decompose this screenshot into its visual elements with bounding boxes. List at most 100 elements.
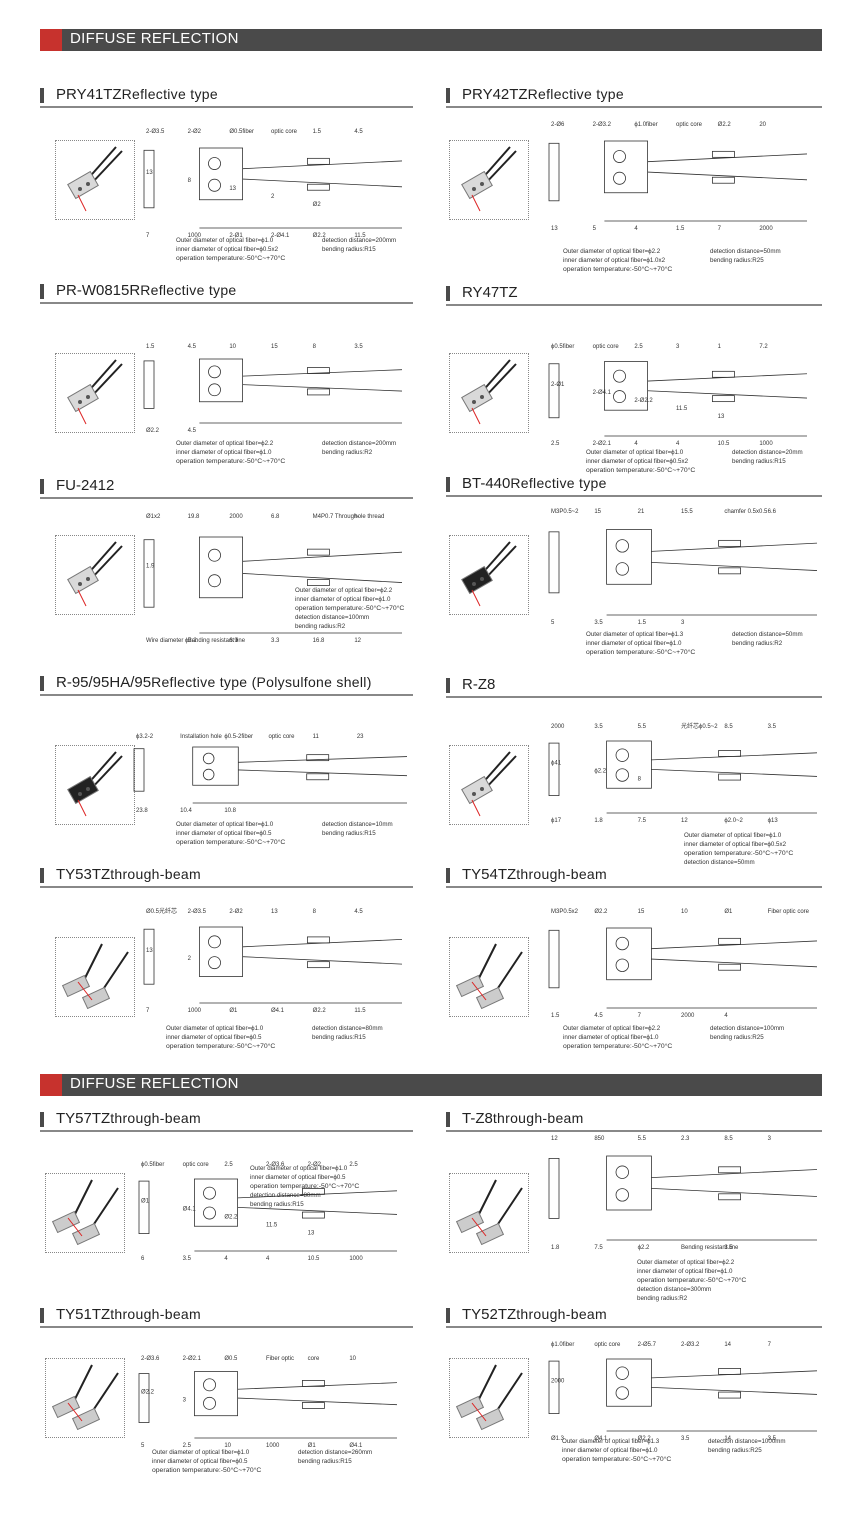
- spec-line: detection distance=200mm: [322, 237, 397, 244]
- dimension-label: 2-Ø3.6: [141, 1356, 160, 1362]
- product-title: TY53TZthrough-beam: [56, 866, 201, 883]
- spec-line: operation temperature:-50°C~+70°C: [637, 1277, 747, 1284]
- dimension-label: 2-Ø3.2: [681, 1342, 700, 1348]
- dimension-label: 4.5: [354, 129, 363, 135]
- dimension-label: optic core: [271, 129, 298, 135]
- beam-line: [471, 194, 481, 212]
- dimension-label: Installation hole: [180, 734, 222, 740]
- model-name: TY54TZ: [462, 866, 517, 883]
- mount-hole: [472, 582, 476, 586]
- dimension-label: 12: [354, 638, 361, 644]
- sleeve: [711, 395, 735, 403]
- side-view: [548, 363, 560, 419]
- spec-line: operation temperature:-50°C~+70°C: [563, 266, 673, 273]
- mount-hole: [480, 577, 484, 581]
- sleeve: [306, 388, 330, 396]
- banner-title: DIFFUSE REFLECTION: [70, 30, 239, 47]
- side-view: [548, 929, 560, 989]
- beam-line: [471, 799, 481, 817]
- sensor-body: [475, 986, 505, 1010]
- sensor-photo-svg: [67, 541, 123, 607]
- header-accent: [40, 1308, 44, 1323]
- body-front-view: [194, 1371, 239, 1417]
- fiber-cable: [83, 943, 103, 981]
- dimension-label: 10: [349, 1356, 356, 1362]
- beam-line: [471, 407, 481, 425]
- dimension-label: hole thread: [354, 514, 384, 520]
- sensor-photo-svg: [51, 1179, 119, 1246]
- dimension-label: M3P0.5~2: [551, 509, 579, 515]
- dimension-label: 2-Ø2.2: [634, 398, 653, 404]
- product-type: Reflective type: [140, 282, 237, 298]
- fiber-cable: [497, 951, 523, 989]
- fiber-line: [651, 958, 818, 968]
- product-title: TY57TZthrough-beam: [56, 1110, 201, 1127]
- dimension-label: Ø2.2: [718, 122, 732, 128]
- product-title: PR-W0815RReflective type: [56, 282, 237, 299]
- sleeve: [301, 1211, 325, 1219]
- dimension-label: 6: [141, 1256, 145, 1262]
- dimension-label: ϕ1.0fiber: [634, 122, 657, 128]
- spec-line: Outer diameter of optical fiber=ϕ1.0: [586, 449, 684, 456]
- banner-title: DIFFUSE REFLECTION: [70, 1075, 239, 1092]
- product-type: Reflective type: [510, 475, 607, 491]
- sensor-body: [67, 170, 99, 200]
- fiber-cable: [483, 545, 517, 581]
- product-header: TY52TZthrough-beam: [446, 1306, 822, 1328]
- fiber-line: [651, 1386, 818, 1395]
- dimension-label: 7: [146, 233, 150, 239]
- dimension-label: Ø4.1: [349, 1443, 363, 1449]
- hole: [203, 1206, 216, 1220]
- dimension-label: 1000: [188, 233, 202, 239]
- dimension-label: M3P0.5x2: [551, 909, 579, 915]
- spec-line: operation temperature:-50°C~+70°C: [176, 255, 286, 262]
- dimension-label: 15: [594, 509, 601, 515]
- dimension-label: 2.5: [634, 344, 643, 350]
- dimension-label: 4.5: [594, 1013, 603, 1019]
- dimension-label: Fiber optic core: [768, 909, 810, 915]
- dimension-label: Fiber optic: [266, 1356, 294, 1362]
- spec-line: Outer diameter of optical fiber=ϕ1.3: [562, 1438, 660, 1445]
- dimension-label: Ø0.5光纤芯: [146, 907, 177, 915]
- spec-line: operation temperature:-50°C~+70°C: [563, 1043, 673, 1050]
- dimension-label: 8: [188, 178, 192, 184]
- spec-line: detection distance=50mm: [710, 248, 781, 255]
- sleeve: [718, 773, 742, 781]
- sleeve: [306, 961, 330, 969]
- mount-hole: [78, 582, 82, 586]
- mount-hole: [480, 395, 484, 399]
- mount-hole: [472, 187, 476, 191]
- fiber-line: [242, 160, 403, 170]
- sensor-body: [475, 1222, 505, 1246]
- dimension-label: Ø2.2: [313, 233, 327, 239]
- dimension-label: 1.5: [146, 344, 155, 350]
- dimension-label: 2-Ø2.1: [593, 441, 612, 447]
- spec-line: inner diameter of optical fiber=ϕ1.0: [586, 640, 682, 647]
- dimension-label: 13: [271, 909, 278, 915]
- fiber-cable: [93, 1372, 119, 1410]
- side-view: [133, 748, 145, 792]
- header-accent: [446, 1112, 450, 1127]
- spec-line: bending radius:R15: [322, 830, 376, 837]
- sensor-body: [461, 775, 493, 805]
- spec-line: Outer diameter of optical fiber=ϕ2.2: [637, 1259, 735, 1266]
- sensor-body: [475, 1407, 505, 1431]
- sensor-photo-svg: [461, 359, 517, 425]
- spec-line: inner diameter of optical fiber=ϕ0.5x2: [176, 246, 279, 253]
- sensor-photo-svg: [67, 146, 123, 212]
- dimension-label: 13: [551, 226, 558, 232]
- dimension-label: 4: [224, 1256, 228, 1262]
